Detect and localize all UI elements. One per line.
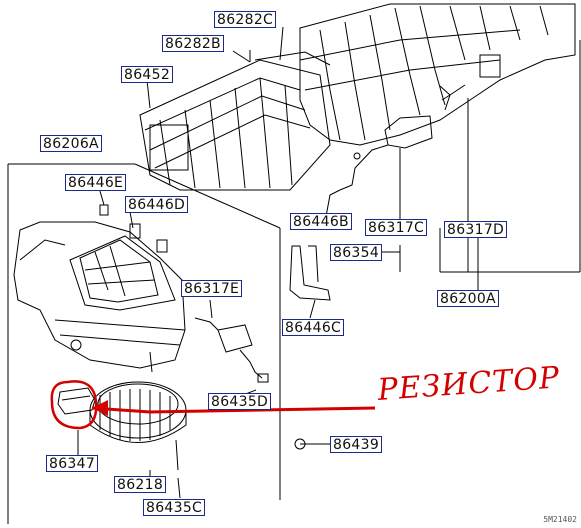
heater-housing — [299, 3, 576, 146]
wire-harness — [339, 84, 466, 191]
label-86206a: 86206A — [40, 135, 102, 152]
label-86446c: 86446C — [282, 319, 345, 336]
annotation-arrowhead — [92, 400, 108, 416]
leader-lines — [77, 26, 581, 499]
label-86218: 86218 — [114, 476, 167, 493]
label-86317e: 86317E — [181, 280, 243, 297]
label-86446b: 86446B — [290, 213, 352, 230]
label-86282c: 86282C — [214, 11, 277, 28]
label-86446e: 86446E — [65, 174, 127, 191]
bracket-86446c — [289, 245, 331, 301]
duct-assembly — [139, 50, 331, 191]
blower-housing — [13, 204, 186, 369]
label-86282b: 86282B — [162, 35, 224, 52]
label-86435d: 86435D — [208, 393, 272, 410]
label-86317d: 86317D — [444, 221, 508, 238]
resistor-86347 — [57, 387, 96, 415]
label-86317c: 86317C — [365, 219, 428, 236]
resistor-86317e — [194, 317, 269, 383]
annotation-marks — [50, 380, 376, 430]
label-86446d: 86446D — [125, 196, 189, 213]
label-86439: 86439 — [330, 436, 383, 453]
drawing-code: 5M21402 — [543, 515, 577, 524]
label-86435c: 86435C — [143, 499, 206, 516]
label-86452: 86452 — [121, 66, 174, 83]
label-86347: 86347 — [46, 455, 99, 472]
label-86200a: 86200A — [437, 290, 499, 307]
label-86354: 86354 — [330, 244, 383, 261]
